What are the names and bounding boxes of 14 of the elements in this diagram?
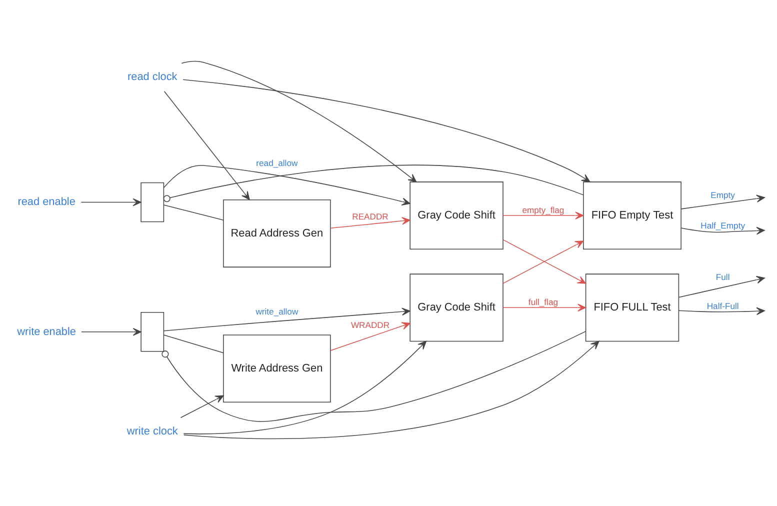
edge-label: WRADDR bbox=[350, 319, 390, 330]
node-text: write enable bbox=[17, 325, 76, 338]
edge-label: Full bbox=[716, 272, 730, 282]
node-text: read clock bbox=[127, 70, 178, 83]
edge-label: READDR bbox=[352, 210, 388, 221]
edge-label: Half-Full bbox=[706, 300, 739, 311]
edge-label: write_allow bbox=[256, 306, 298, 316]
edge-label: Empty bbox=[710, 190, 735, 200]
node-text: read enable bbox=[18, 196, 76, 208]
edge-label: full_flag bbox=[528, 296, 558, 307]
edge-label: Half_Empty bbox=[700, 220, 746, 230]
node-text: write clock bbox=[126, 425, 178, 438]
edge-label: empty_flag bbox=[522, 204, 564, 215]
edge-label: read_allow bbox=[256, 158, 298, 168]
